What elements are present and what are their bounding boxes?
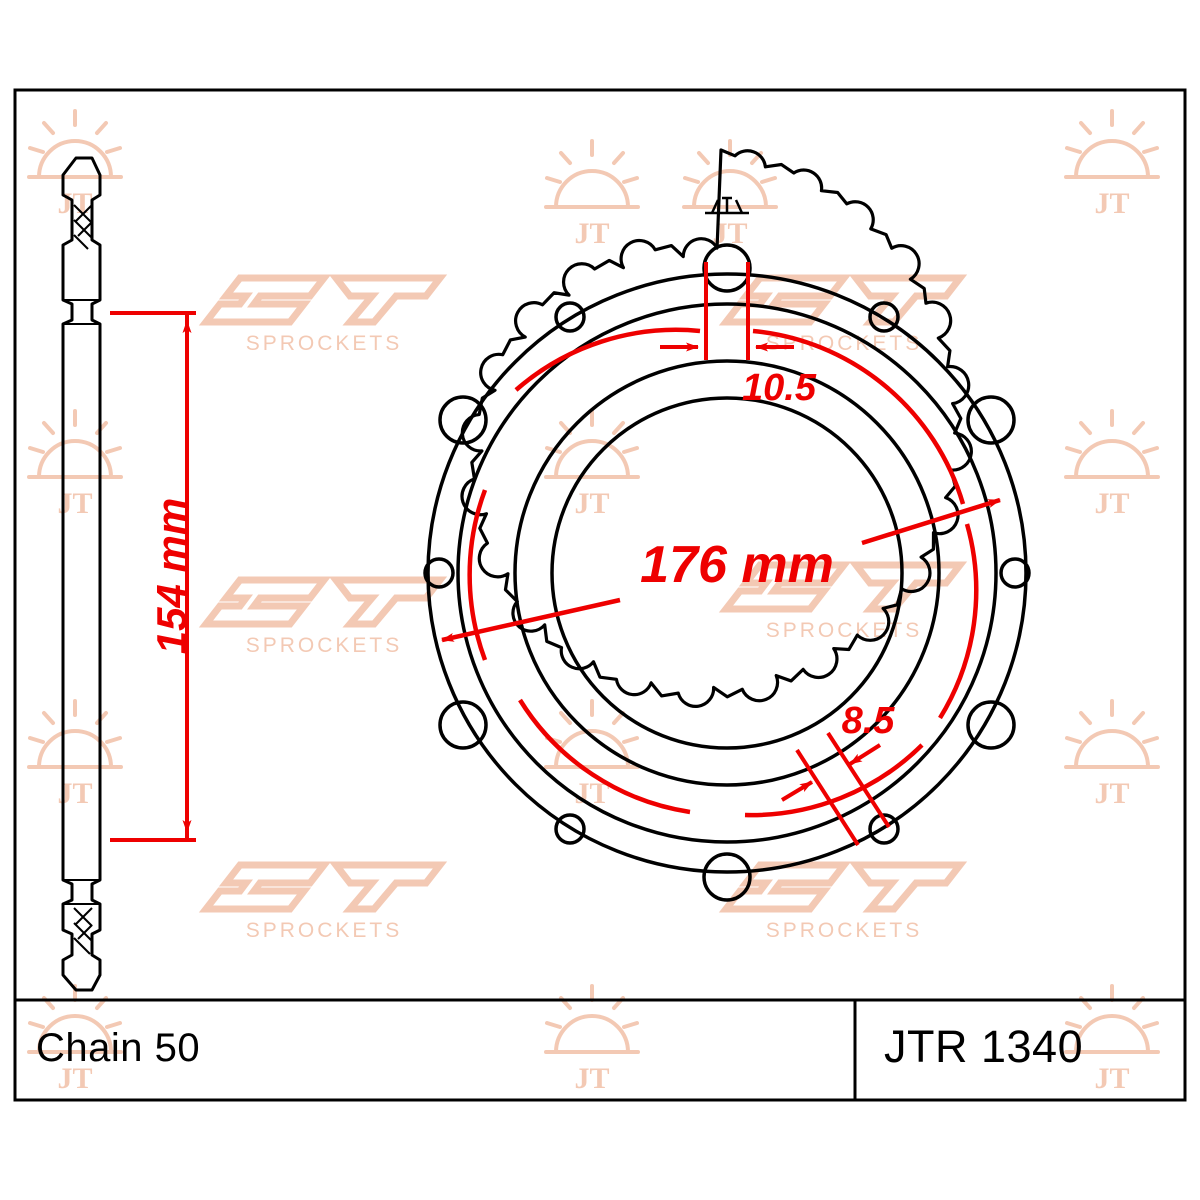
- dimension-176mm: [441, 497, 1001, 643]
- bolt-hole: [966, 700, 1016, 750]
- sprocket-teeth-outline: [460, 148, 973, 708]
- dimension-154mm: [110, 311, 196, 842]
- web-relief-circle: [513, 359, 941, 787]
- small-hole: [868, 813, 900, 845]
- dimension-10_5: [660, 262, 794, 360]
- front-face-view: [423, 148, 1031, 902]
- bolt-hole: [438, 395, 488, 445]
- dimension-8_5: [780, 731, 891, 847]
- small-hole-group: [423, 301, 1031, 845]
- small-hole: [423, 557, 455, 589]
- center-mark-glyph: [705, 196, 749, 215]
- small-hole: [868, 301, 900, 333]
- small-hole: [554, 813, 586, 845]
- pitch-circle-red: [467, 327, 979, 818]
- dimension-176mm-label: 176 mm: [640, 536, 834, 594]
- part-number-label: JTR 1340: [884, 1021, 1084, 1072]
- small-hole: [554, 301, 586, 333]
- root-circle: [426, 272, 1028, 874]
- chain-size-label: Chain 50: [36, 1026, 201, 1070]
- bolt-hole: [702, 852, 752, 902]
- inner-rim-circle: [456, 302, 998, 844]
- dimension-10_5-label: 10.5: [742, 367, 817, 409]
- center-bore-circle: [550, 396, 904, 750]
- bolt-hole: [702, 243, 752, 293]
- bolt-hole: [438, 700, 488, 750]
- drawing-frame-titleblock: [13, 998, 1187, 1102]
- small-hole: [999, 557, 1031, 589]
- watermark-layer: [27, 109, 1160, 1097]
- dimension-8_5-label: 8.5: [842, 700, 896, 742]
- side-profile-view: [61, 156, 102, 992]
- bolt-hole: [966, 395, 1016, 445]
- dimension-154mm-label: 154 mm: [148, 498, 195, 654]
